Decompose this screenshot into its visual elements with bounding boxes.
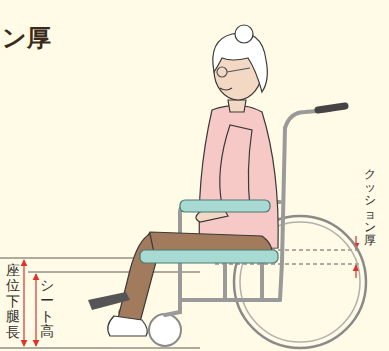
dimension-label: 座位下腿長 — [6, 263, 20, 340]
guide-line — [28, 272, 200, 273]
caster-wheel — [149, 314, 181, 346]
dimension-arrow — [355, 265, 356, 278]
heading: ン厚 — [2, 22, 51, 54]
guide-line — [0, 348, 200, 349]
dimension-arrow — [35, 274, 36, 346]
wheelchair-frame — [120, 110, 330, 315]
push-handle — [318, 106, 345, 110]
seat-cushion — [140, 250, 278, 263]
seated-woman — [108, 25, 278, 336]
armrest-pad — [180, 200, 270, 212]
dimension-arrow — [23, 260, 24, 346]
footrest — [88, 292, 130, 310]
dimension-label: シート高 — [40, 278, 54, 340]
dimension-label: クッション厚 — [364, 168, 376, 247]
